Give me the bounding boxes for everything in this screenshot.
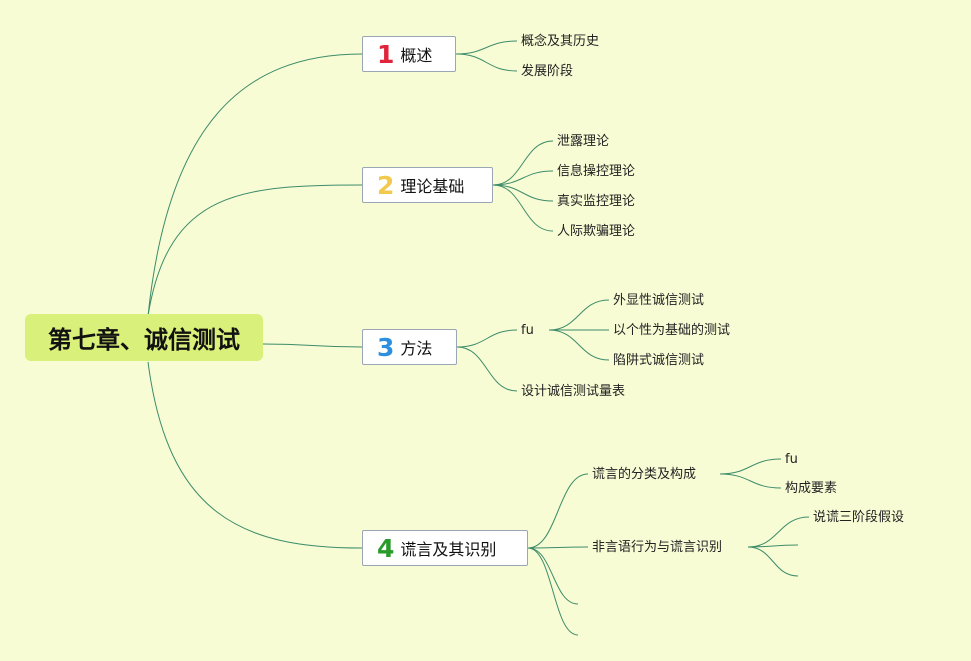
leaf-three-stage-hypothesis[interactable]: 说谎三阶段假设 [813, 510, 905, 525]
leaf-trap-integrity-test[interactable]: 陷阱式诚信测试 [613, 353, 705, 368]
connector-t4-empty1 [527, 547, 579, 605]
subtopic-fu[interactable]: fu [521, 323, 534, 338]
connector-fu-c1 [548, 299, 610, 331]
number-2-icon: 2 [377, 170, 395, 200]
root-topic[interactable]: 第七章、诚信测试 [25, 314, 263, 361]
topic-theory-basis[interactable]: 2 理论基础 [362, 167, 493, 203]
connector-sub2-c1 [747, 516, 810, 548]
number-1-icon: 1 [377, 39, 395, 69]
connector-root-topic3 [262, 343, 363, 348]
subtopic-lie-classification[interactable]: 谎言的分类及构成 [592, 467, 697, 482]
topic-theory-basis-label: 理论基础 [400, 177, 465, 196]
connector-root-topic2 [147, 184, 363, 317]
connector-t4-empty2 [527, 547, 579, 636]
topic-methods-label: 方法 [400, 339, 433, 358]
connector-sub2-empty1 [747, 544, 799, 548]
leaf-leakage-theory[interactable]: 泄露理论 [557, 134, 610, 149]
topic-lies-identification-label: 谎言及其识别 [400, 540, 497, 559]
connector-t2-c2 [492, 170, 554, 186]
leaf-components[interactable]: 构成要素 [785, 481, 838, 496]
connector-t2-c1 [492, 140, 554, 186]
connector-root-topic1 [147, 53, 363, 317]
connector-t2-c3 [492, 184, 554, 202]
connector-t4-sub1 [527, 473, 589, 549]
root-topic-label: 第七章、诚信测试 [48, 326, 240, 354]
leaf-fu[interactable]: fu [785, 452, 798, 467]
connector-root-topic4 [147, 361, 363, 549]
connector-sub1-fu [719, 458, 782, 475]
connector-sub2-empty2 [747, 546, 799, 577]
connector-t2-c4 [492, 184, 554, 232]
connector-fu-c3 [548, 329, 610, 361]
topic-lies-identification[interactable]: 4 谎言及其识别 [362, 530, 528, 566]
connector-t1-c1 [455, 40, 518, 55]
leaf-personality-based-test[interactable]: 以个性为基础的测试 [613, 323, 731, 338]
topic-overview[interactable]: 1 概述 [362, 36, 456, 72]
leaf-reality-monitoring-theory[interactable]: 真实监控理论 [557, 194, 636, 209]
leaf-info-manipulation-theory[interactable]: 信息操控理论 [557, 164, 636, 179]
number-3-icon: 3 [377, 332, 395, 362]
number-4-icon: 4 [377, 533, 395, 563]
connector-t1-c2 [455, 53, 518, 72]
connector-sub1-components [719, 473, 782, 489]
leaf-interpersonal-deception-theory[interactable]: 人际欺骗理论 [557, 224, 636, 239]
leaf-development-stages[interactable]: 发展阶段 [521, 64, 574, 79]
topic-methods[interactable]: 3 方法 [362, 329, 457, 365]
connector-t4-sub2 [527, 546, 589, 549]
subtopic-nonverbal-lie-detection[interactable]: 非言语行为与谎言识别 [592, 540, 723, 555]
leaf-design-scale[interactable]: 设计诚信测试量表 [521, 384, 626, 399]
leaf-concept-history[interactable]: 概念及其历史 [521, 34, 600, 49]
leaf-overt-integrity-test[interactable]: 外显性诚信测试 [613, 293, 705, 308]
connector-t3-design [456, 346, 518, 392]
topic-overview-label: 概述 [400, 46, 433, 65]
connector-t3-fu [456, 329, 518, 348]
